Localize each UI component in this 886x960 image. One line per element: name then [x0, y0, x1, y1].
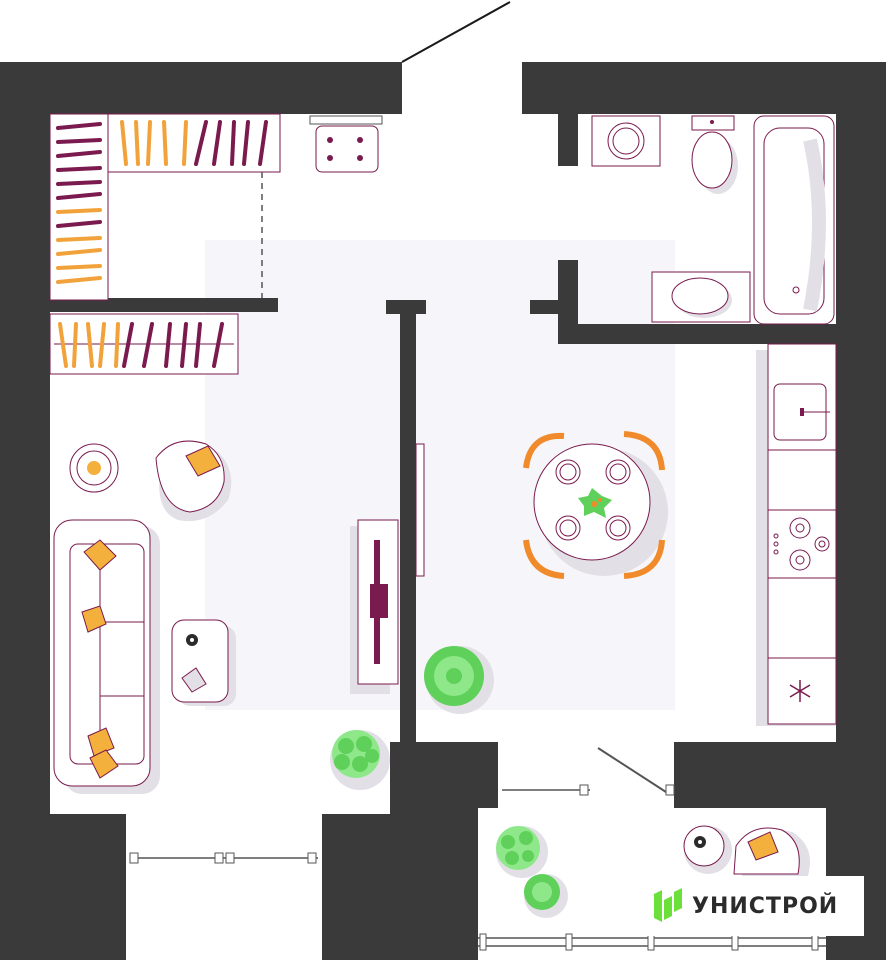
- hall-cabinet: [309, 115, 383, 173]
- wall-tv: [415, 443, 425, 577]
- balcony-table: [683, 825, 732, 874]
- snowflake-icon: [789, 680, 811, 702]
- wardrobe-bottom: [49, 313, 239, 375]
- balcony-armchair: [733, 827, 810, 876]
- plant-icon: [330, 730, 390, 790]
- plant-icon: [524, 874, 568, 918]
- kitchen-counter: [756, 343, 837, 726]
- bathtub-icon: [753, 115, 835, 325]
- entrance-door: [401, 1, 511, 63]
- walls: [0, 62, 886, 960]
- toilet-icon: [691, 115, 738, 194]
- lamp-icon: [69, 443, 119, 493]
- coffee-table: [171, 619, 236, 706]
- sink-icon: [773, 383, 830, 441]
- sink-icon: [651, 271, 751, 323]
- brand-mark-icon: [654, 888, 682, 922]
- living-window: [126, 814, 322, 888]
- wardrobe-top: [49, 113, 281, 301]
- plant-icon: [424, 646, 494, 714]
- tv-stand: [350, 519, 399, 694]
- armchair: [155, 440, 232, 522]
- brand-name: УНИСТРОЙ: [692, 893, 839, 919]
- dining-table: [523, 431, 668, 579]
- stove-icon: [773, 517, 830, 571]
- sofa: [53, 519, 160, 794]
- washing-machine-icon: [591, 115, 661, 167]
- brand-logo: УНИСТРОЙ: [640, 876, 864, 936]
- centerpiece-plant: [578, 488, 612, 518]
- plant-icon: [496, 826, 548, 878]
